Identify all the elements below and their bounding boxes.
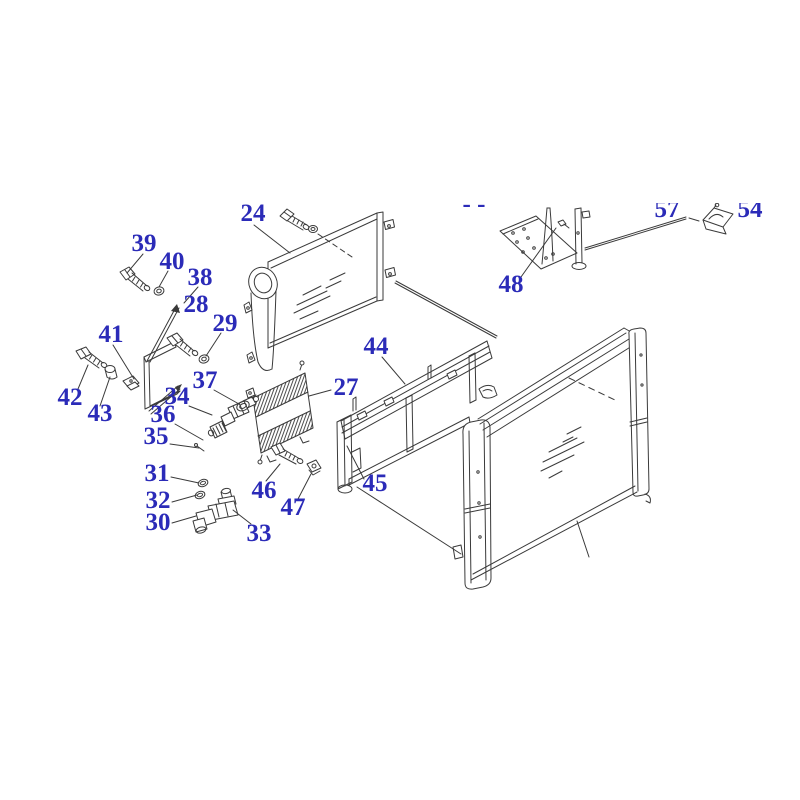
leader-27 [308,389,332,397]
leader-38 [183,286,199,304]
bolt-28 [166,332,199,357]
callout-45: 45 [363,470,388,497]
leader-37 [213,389,240,405]
callout-27: 27 [334,374,359,401]
leader-40 [158,270,169,288]
sensor-fitting [207,394,259,439]
radiator-upper [243,211,396,371]
leader-42 [77,364,89,390]
drain-valve-30 [192,487,239,534]
clamp-54 [702,202,734,235]
leader-29 [205,332,222,357]
image-top-crop [0,0,800,203]
callout-47: 47 [281,494,306,521]
callout-33: 33 [247,520,272,547]
callout-36: 36 [151,401,176,428]
callout-39: 39 [132,230,157,257]
leader-31 [170,476,200,484]
callout-37: 37 [193,367,218,394]
oil-cooler-27 [245,360,314,465]
callout-30: 30 [146,509,171,536]
leader-24 [253,224,291,254]
leader-34 [188,405,213,416]
bracket-28 [143,304,182,415]
callout-29: 29 [213,310,238,337]
side-channel-45 [336,414,362,494]
clip-47 [306,459,322,476]
leader-46 [265,463,281,482]
leader-right-radiator [576,520,590,558]
leader-43 [99,376,111,407]
callout-24: 24 [241,200,267,227]
pin-35 [194,443,205,452]
leader-33 [232,509,252,525]
washer-40 [153,286,165,296]
callout-32: 32 [146,487,171,514]
callout-43: 43 [88,400,113,427]
leader-35 [169,443,200,449]
tie-rod-right [584,216,700,251]
reflection-hatch-right-radiator [540,426,585,479]
o-ring-31 [197,478,209,488]
callout-38: 38 [188,264,213,291]
bolt-46 [270,442,304,465]
o-ring-32 [194,490,206,500]
leader-lines [77,224,557,555]
mount-bracket-48 [499,207,591,270]
callout-28: 28 [184,291,209,318]
leader-41 [112,344,135,380]
radiator-right [452,327,651,590]
washer-29 [198,354,210,364]
frame-44 [340,340,498,486]
bolt-39 [119,266,151,292]
leader-30 [171,515,197,524]
callout-40: 40 [160,248,185,275]
leader-45a [346,445,365,480]
callout-48: 48 [499,271,524,298]
callout-41: 41 [99,321,124,348]
leader-39 [126,253,144,274]
leader-32 [171,494,198,503]
callout-35: 35 [144,423,169,450]
callout-labels: 24 39 40 38 28 29 41 42 43 37 34 36 35 3… [58,191,764,547]
nut-43 [104,365,118,380]
tie-rod-left [394,280,498,339]
callout-46: 46 [252,477,277,504]
callout-44: 44 [364,333,390,360]
leader-36 [174,423,204,441]
reflection-hatch-upper-radiator [293,272,346,320]
leader-47 [297,473,312,500]
bolt-top [279,208,353,258]
bolt-42 [75,346,108,369]
callout-31: 31 [145,460,170,487]
callout-42: 42 [58,384,83,411]
clip-41 [122,375,140,391]
leader-48 [520,227,557,278]
leader-45b [356,486,462,555]
leader-44 [381,356,406,385]
callout-34: 34 [165,383,191,410]
o-ring-37 [236,400,250,412]
